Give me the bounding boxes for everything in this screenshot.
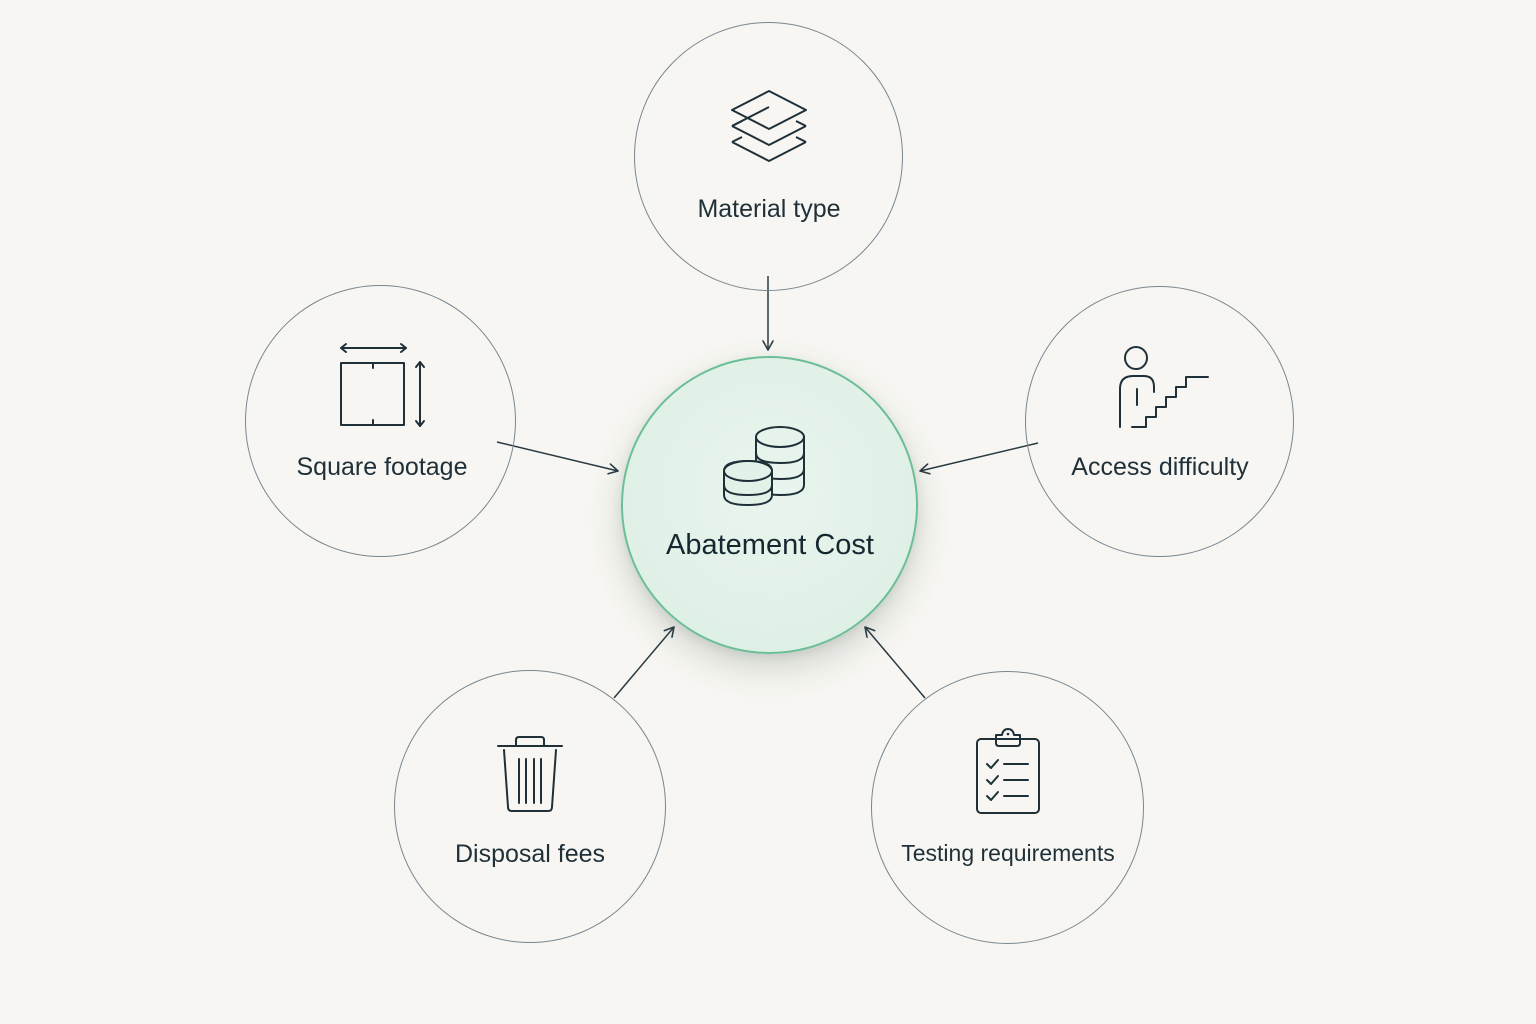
factor-node-access-difficulty: [1025, 286, 1294, 557]
factor-node-material-type: [634, 22, 903, 291]
factor-label-material-type: Material type: [697, 195, 841, 223]
person-stairs-icon: [1116, 345, 1212, 431]
factor-label-access-difficulty: Access difficulty: [1071, 453, 1249, 481]
arrow-access-difficulty: [919, 442, 1039, 475]
trash-bin-icon: [495, 733, 565, 813]
dimensions-square-icon: [336, 340, 430, 432]
factor-node-disposal-fees: [394, 670, 666, 943]
factor-label-square-footage: Square footage: [296, 453, 468, 481]
layers-icon: [728, 88, 810, 170]
arrow-testing-requirements: [864, 626, 926, 699]
center-node-abatement-cost: [621, 356, 918, 654]
factor-label-testing-requirements: Testing requirements: [901, 840, 1115, 866]
factor-label-disposal-fees: Disposal fees: [454, 840, 606, 868]
coins-stack-icon: [721, 423, 809, 509]
arrow-disposal-fees: [613, 626, 675, 699]
center-label: Abatement Cost: [666, 529, 874, 561]
arrow-square-footage: [496, 441, 619, 475]
factor-node-square-footage: [245, 285, 516, 557]
clipboard-checklist-icon: [974, 728, 1042, 816]
factor-node-testing-requirements: [871, 671, 1144, 944]
